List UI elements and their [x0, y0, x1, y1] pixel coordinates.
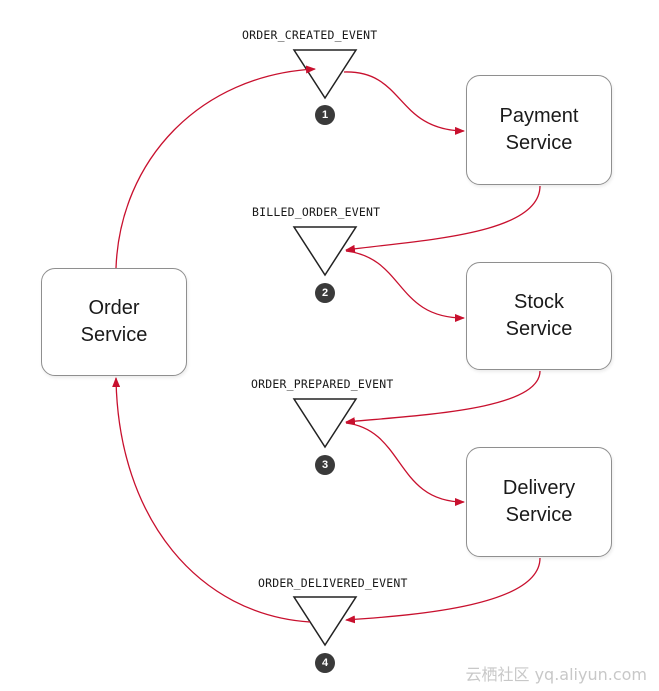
arrow-stock-to-event-3 — [345, 370, 541, 426]
event-2-triangle — [292, 226, 358, 277]
stock-service-box: Stock Service — [466, 262, 612, 370]
event-4-triangle — [292, 596, 358, 647]
arrow-event-3-to-delivery — [345, 422, 465, 506]
arrow-delivery-to-event-4 — [345, 557, 541, 624]
payment-service-label-line1: Payment — [499, 105, 579, 127]
payment-service-label-line2: Service — [505, 132, 573, 154]
arrow-order-to-event-1 — [115, 65, 316, 269]
delivery-service-box: Delivery Service — [466, 447, 612, 557]
arrow-event-2-to-stock — [345, 250, 465, 322]
stock-service-label-line1: Stock — [513, 291, 565, 313]
step-1-badge: 1 — [315, 105, 335, 125]
step-3-badge: 3 — [315, 455, 335, 475]
event-3-triangle — [292, 398, 358, 449]
delivery-service-label-line1: Delivery — [502, 477, 576, 499]
delivery-service-label-line2: Service — [505, 504, 573, 526]
payment-service-box: Payment Service — [466, 75, 612, 185]
event-4-label: ORDER_DELIVERED_EVENT — [258, 576, 408, 590]
arrow-event-4-to-order — [112, 377, 311, 623]
order-service-box: Order Service — [41, 268, 187, 376]
order-service-label-line1: Order — [88, 297, 140, 319]
stock-service-label-line2: Service — [505, 318, 573, 340]
event-3-label: ORDER_PREPARED_EVENT — [251, 377, 394, 391]
watermark-text: 云栖社区 yq.aliyun.com — [465, 665, 647, 684]
event-1-label: ORDER_CREATED_EVENT — [242, 28, 378, 42]
step-2-badge: 2 — [315, 283, 335, 303]
arrow-payment-to-event-2 — [345, 185, 541, 253]
arrow-event-1-to-payment — [343, 71, 465, 135]
order-service-label-line2: Service — [80, 324, 148, 346]
event-2-label: BILLED_ORDER_EVENT — [252, 205, 381, 219]
step-4-badge: 4 — [315, 653, 335, 673]
event-1-triangle — [292, 49, 358, 100]
